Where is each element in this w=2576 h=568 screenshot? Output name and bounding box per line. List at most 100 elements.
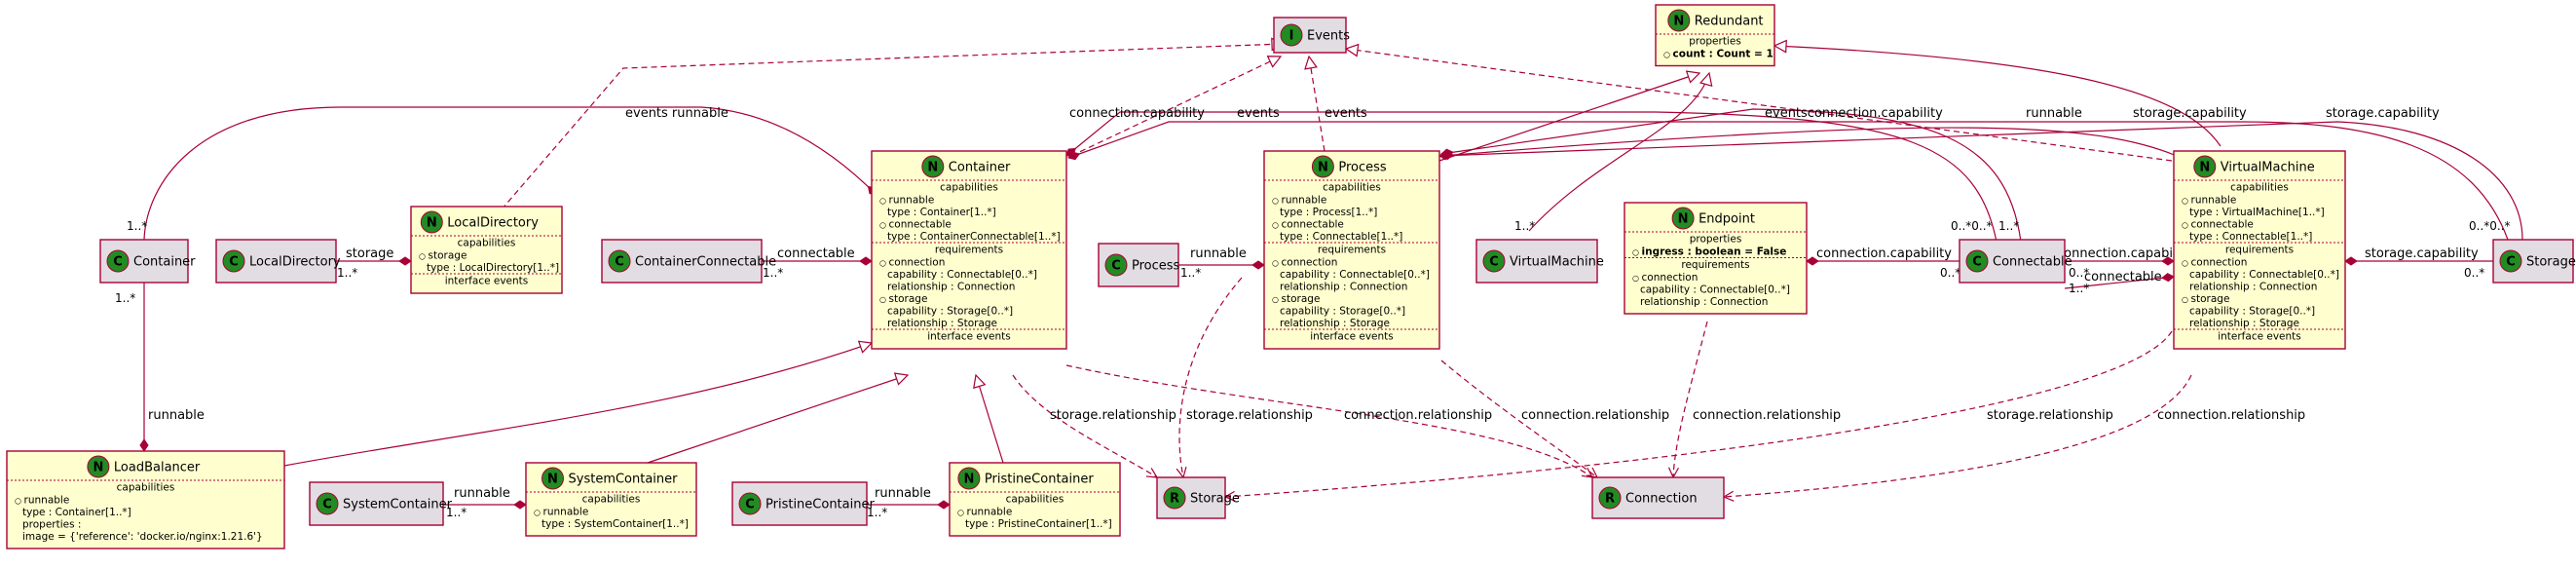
stereotype-letter: N [1318, 161, 1328, 175]
label-sc-runnable: runnable [454, 486, 510, 501]
stereotype-letter: C [1972, 255, 1982, 270]
attribute-line: image = {'reference': 'docker.io/nginx:1… [22, 531, 263, 543]
label-e-connection-rel: connection.relationship [1693, 408, 1841, 423]
stereotype-badge-icon [1667, 9, 1691, 32]
node-box [1263, 150, 1440, 350]
node-title: Endpoint [1699, 212, 1755, 227]
stereotype-badge-icon [1104, 253, 1128, 277]
section-header: capabilities [117, 482, 175, 494]
label-events-runnable: events runnable [625, 106, 728, 121]
attribute-line: type : SystemContainer[1..*] [541, 518, 689, 530]
attribute-line: ○ connection [2182, 257, 2247, 269]
section-header: capabilities [1006, 494, 1064, 506]
label-container-events: events [1237, 106, 1280, 121]
label-process-runnable: runnable [1190, 246, 1247, 261]
label-ld-storage: storage [346, 246, 393, 261]
edge-vm-top [1440, 127, 2178, 161]
label-cc-connectable: connectable [777, 246, 855, 261]
mult-connectable-right2: 1..* [2069, 282, 2089, 295]
attribute-line: type : ContainerConnectable[1..*] [887, 231, 1061, 243]
label-c-connection-rel: connection.relationship [1344, 408, 1492, 423]
attribute-line: relationship : Connection [2189, 282, 2317, 293]
mult-process-chip: 1..* [1180, 266, 1201, 280]
mult-pc-chip: 1..* [867, 506, 887, 519]
label-vm-events-top: eventsconnection.capability [1765, 106, 1943, 121]
attribute-line: capability : Storage[0..*] [1280, 306, 1405, 318]
attribute-line: ○ storage [419, 250, 467, 262]
attribute-line: ○ runnable [15, 495, 69, 507]
label-lb-runnable: runnable [148, 408, 205, 423]
label-vm-runnable: runnable [2026, 106, 2082, 121]
attribute-line: type : Container[1..*] [22, 507, 131, 518]
attribute-line: type : Process[1..*] [1280, 207, 1377, 218]
edge-vm-connection-rel [1724, 374, 2192, 497]
attribute-line: ○ connection [1272, 257, 1337, 269]
label-pc-runnable: runnable [875, 486, 931, 501]
node-title: SystemContainer [569, 473, 679, 487]
stereotype-letter: N [963, 473, 974, 487]
node-connectable-chip[interactable]: C Connectable [1959, 239, 2072, 284]
stereotype-letter: N [1678, 212, 1689, 227]
stereotype-badge-icon [1482, 249, 1506, 273]
attribute-line: ○ count : Count = 1 [1663, 49, 1773, 60]
node-title: Connectable [1993, 255, 2072, 270]
section-header: requirements [1681, 259, 1749, 271]
attribute-line: relationship : Connection [887, 282, 1015, 293]
label-c-storage-rel: storage.relationship [1050, 408, 1176, 423]
attribute-line: capability : Connectable[0..*] [887, 269, 1037, 281]
stereotype-letter: C [615, 255, 624, 270]
node-title: Redundant [1695, 15, 1764, 29]
stereotype-letter: C [229, 255, 239, 270]
attribute-line: ○ connectable [2182, 219, 2254, 231]
stereotype-letter: N [927, 161, 938, 175]
node-title: Container [949, 161, 1011, 175]
edge-container-storage-rel [1012, 374, 1157, 477]
stereotype-letter: N [427, 216, 437, 231]
stereotype-badge-icon [921, 155, 945, 178]
node-title: LoadBalancer [114, 461, 201, 475]
section-header: capabilities [582, 494, 641, 506]
stereotype-badge-icon [106, 249, 130, 273]
stereotype-badge-icon [738, 492, 762, 515]
stereotype-badge-icon [316, 492, 339, 515]
node-loadbalancer[interactable]: N LoadBalancer capabilities ○ runnabletype … [6, 450, 285, 549]
section-header: interface events [1310, 331, 1394, 343]
label-container-connection-capability: connection.capability [1069, 106, 1205, 121]
edge-process-storage-rel [1179, 277, 1243, 477]
attribute-line: type : LocalDirectory[1..*] [427, 262, 559, 274]
label-vm-connection-capability: connection.capability [2057, 246, 2192, 261]
stereotype-badge-icon [1163, 486, 1186, 510]
attribute-line: ○ runnable [534, 507, 588, 518]
stereotype-badge-icon [2499, 249, 2522, 273]
stereotype-letter: N [2199, 161, 2210, 175]
stereotype-badge-icon [222, 249, 245, 273]
stereotype-letter: N [93, 461, 103, 475]
stereotype-letter: I [1289, 29, 1294, 44]
stereotype-letter: R [1170, 492, 1179, 507]
attribute-line: ○ runnable [879, 195, 934, 207]
edge-process-redundant [1438, 73, 1699, 162]
stereotype-badge-icon [1598, 486, 1622, 510]
stereotype-letter: C [113, 255, 123, 270]
